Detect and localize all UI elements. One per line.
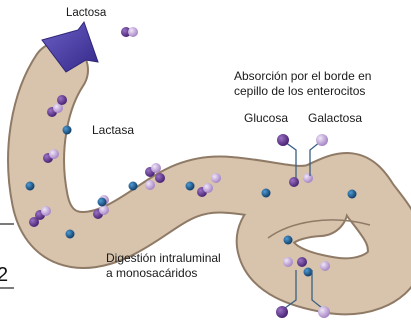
label-glucosa: Glucosa bbox=[244, 111, 288, 125]
label-digestion-line2: a monosacáridos bbox=[106, 266, 197, 280]
label-absorcion-line1: Absorción por el borde en bbox=[234, 69, 371, 83]
label-lactasa: Lactasa bbox=[92, 123, 134, 137]
page-number: 2 bbox=[0, 264, 8, 286]
label-absorcion-line2: cepillo de los enterocitos bbox=[234, 84, 365, 98]
absorbed-monosaccharides-top bbox=[277, 134, 328, 146]
label-digestion-line1: Digestión intraluminal bbox=[106, 251, 221, 265]
lactose-molecule-legend bbox=[121, 27, 138, 37]
label-lactosa: Lactosa bbox=[66, 7, 107, 19]
label-galactosa: Galactosa bbox=[308, 111, 362, 125]
